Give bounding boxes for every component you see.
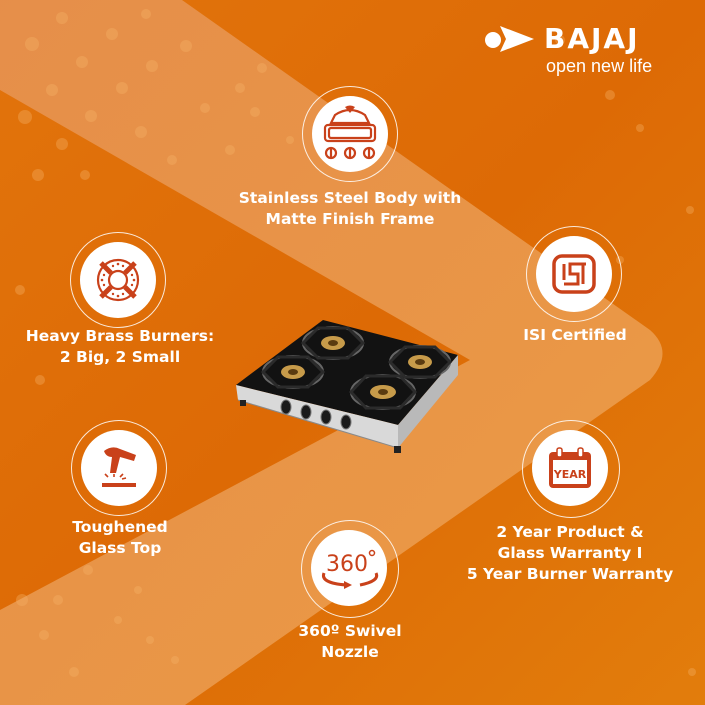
icon-ring xyxy=(522,420,620,518)
feature-line: ISI Certified xyxy=(523,326,627,344)
gas-stove-image xyxy=(228,300,468,460)
icon-ring xyxy=(526,226,622,322)
bajaj-chevron-logo-icon xyxy=(485,26,534,52)
feature-brass-burners: Heavy Brass Burners: 2 Big, 2 Small xyxy=(10,230,230,370)
icon-ring xyxy=(302,86,398,182)
icon-ring xyxy=(301,520,399,618)
icon-ring xyxy=(70,232,166,328)
brand-name: BAJAJ xyxy=(544,22,640,55)
feature-toughened-glass: Toughened Glass Top xyxy=(40,420,200,560)
feature-line: Stainless Steel Body with xyxy=(238,189,462,207)
feature-line: 360º Swivel xyxy=(298,622,402,640)
rotate-360-text: 360 xyxy=(326,552,368,577)
feature-line: Toughened xyxy=(72,518,168,536)
isi-mark-icon xyxy=(536,236,612,312)
icon-ring xyxy=(71,420,167,516)
brand-tagline: open new life xyxy=(546,56,653,76)
feature-line: Nozzle xyxy=(321,643,379,661)
feature-line: 5 Year Burner Warranty xyxy=(466,565,674,583)
feature-warranty: YEAR 2 Year Product & Glass Warranty I 5… xyxy=(440,420,700,590)
feature-label: 360º Swivel Nozzle xyxy=(280,621,420,663)
hammer-icon xyxy=(81,430,157,506)
feature-label: Stainless Steel Body with Matte Finish F… xyxy=(210,188,490,230)
feature-line: 2 Year Product & xyxy=(496,523,644,541)
brand-logo: BAJAJ open new life xyxy=(484,20,684,80)
burner-icon xyxy=(80,242,156,318)
feature-swivel: 360 360º Swivel Nozzle xyxy=(280,520,420,670)
feature-label: Toughened Glass Top xyxy=(40,517,200,559)
feature-line: 2 Big, 2 Small xyxy=(59,348,181,366)
calendar-year-icon: YEAR xyxy=(532,430,608,506)
feature-label: Heavy Brass Burners: 2 Big, 2 Small xyxy=(10,326,230,368)
rotate-360-icon: 360 xyxy=(311,530,387,606)
feature-label: ISI Certified xyxy=(505,325,645,346)
feature-line: Glass Warranty I xyxy=(497,544,643,562)
feature-line: Glass Top xyxy=(78,539,162,557)
feature-label: 2 Year Product & Glass Warranty I 5 Year… xyxy=(440,522,700,585)
stove-body-icon xyxy=(312,96,388,172)
feature-isi: ISI Certified xyxy=(505,226,645,356)
calendar-year-text: YEAR xyxy=(553,468,587,481)
feature-stainless-steel: Stainless Steel Body with Matte Finish F… xyxy=(210,86,490,236)
feature-line: Heavy Brass Burners: xyxy=(25,327,215,345)
feature-line: Matte Finish Frame xyxy=(265,210,435,228)
